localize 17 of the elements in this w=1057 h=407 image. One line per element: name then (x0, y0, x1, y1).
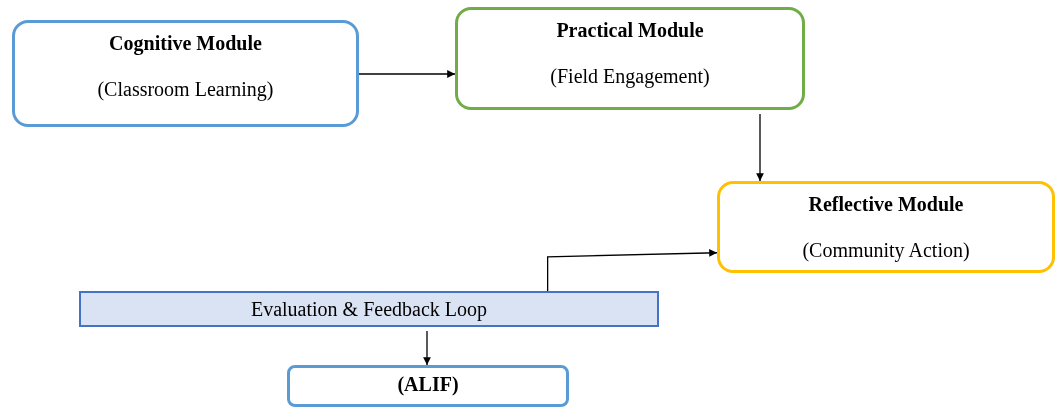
framework-title: (ALIF) (397, 372, 459, 396)
feedback-bar (79, 291, 659, 327)
arrow (423, 330, 431, 366)
module-subtitle: (Classroom Learning) (97, 77, 274, 101)
arrow (547, 249, 718, 292)
framework-box (287, 365, 569, 407)
module-title: Practical Module (556, 18, 704, 42)
module-box (717, 181, 1055, 273)
module-subtitle: (Field Engagement) (550, 64, 710, 88)
module-title: Reflective Module (808, 192, 964, 216)
module-title: Cognitive Module (109, 31, 262, 55)
feedback-label: Evaluation & Feedback Loop (250, 297, 487, 321)
module-box (12, 20, 359, 127)
arrow (756, 113, 764, 182)
arrow (358, 70, 456, 78)
module-box (455, 7, 805, 110)
module-subtitle: (Community Action) (802, 238, 970, 262)
